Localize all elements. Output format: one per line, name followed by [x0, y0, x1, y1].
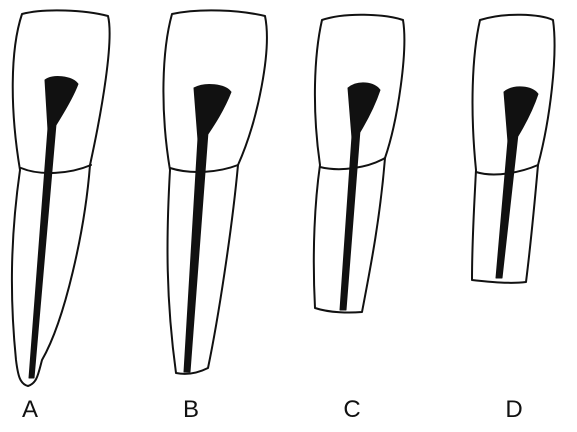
label-b: B [183, 398, 199, 422]
tooth-a-outline [12, 10, 110, 386]
tooth-c-outline [314, 15, 405, 313]
label-a: A [22, 398, 38, 422]
tooth-a [12, 10, 110, 386]
tooth-b [163, 10, 266, 374]
tooth-d [472, 15, 555, 283]
tooth-c [314, 15, 405, 313]
tooth-b-outline [163, 10, 266, 374]
label-c: C [343, 398, 360, 422]
label-d: D [505, 398, 522, 422]
